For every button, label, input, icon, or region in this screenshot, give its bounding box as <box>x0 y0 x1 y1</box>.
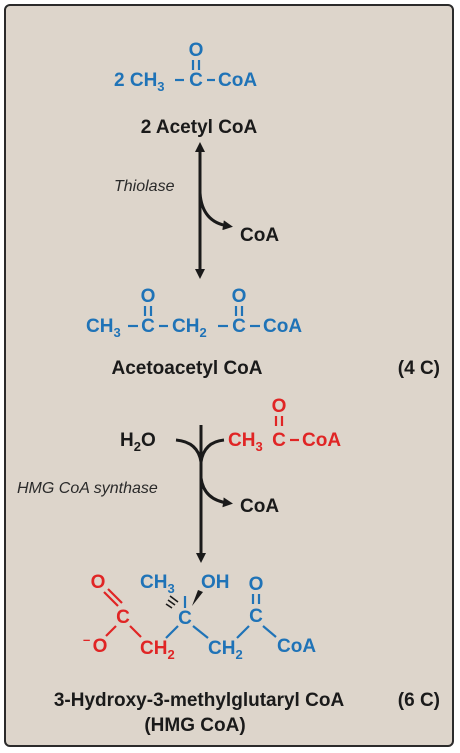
acetyl-coa-structure: O 2 CH3 C CoA <box>114 40 257 94</box>
incoming-carbon: C <box>272 430 286 451</box>
acetyl-coa-name: 2 Acetyl CoA <box>141 117 258 138</box>
water-reactant: H2O <box>120 430 156 454</box>
incoming-acetyl-coa: O CH3 C CoA <box>228 396 341 454</box>
incoming-oxygen: O <box>272 396 287 417</box>
negative-charge: – <box>83 632 90 647</box>
single-bond <box>165 625 179 639</box>
hmg-coa-abbreviation: (HMG CoA) <box>144 715 245 736</box>
coa-release-arrow-2 <box>199 477 233 508</box>
acetoacetyl-oxygen-1: O <box>141 286 156 307</box>
hmg-central-carbon: C <box>178 608 192 629</box>
acetoacetyl-coa-label: CoA <box>263 316 302 337</box>
four-carbon-count: (4 C) <box>398 358 440 379</box>
acetyl-coa-label: CoA <box>218 70 257 91</box>
six-carbon-count: (6 C) <box>398 690 440 711</box>
coa-byproduct-2: CoA <box>240 496 279 517</box>
coa-release-arrow <box>198 192 233 231</box>
carboxylate-oxygen-minus: O <box>93 636 108 657</box>
acetoacetyl-oxygen-2: O <box>232 286 247 307</box>
diagram-panel <box>4 4 454 747</box>
hmg-coa-structure: O C – O CH2 CH3 OH C CH2 O C CoA <box>83 572 316 662</box>
thioester-carbon: C <box>249 606 263 627</box>
thioester-oxygen: O <box>249 574 264 595</box>
incoming-ch3: CH3 <box>228 430 263 454</box>
thiolase-enzyme: Thiolase <box>114 178 175 195</box>
hmg-ch2-right: CH2 <box>208 638 243 662</box>
hmg-coa-synthase-enzyme: HMG CoA synthase <box>17 480 158 497</box>
hmg-coa-name: 3-Hydroxy-3-methylglutaryl CoA <box>54 690 345 711</box>
acetoacetyl-ch3: CH3 <box>86 316 121 340</box>
hmg-ch2-left: CH2 <box>140 638 175 662</box>
acetyl-oxygen: O <box>189 40 204 61</box>
incoming-coa-label: CoA <box>302 430 341 451</box>
acetoacetyl-ch2: CH2 <box>172 316 207 340</box>
hmg-hydroxyl: OH <box>201 572 230 593</box>
carboxylate-carbon: C <box>116 607 130 628</box>
single-bond <box>262 625 277 638</box>
acetyl-entry-arrow <box>199 438 225 463</box>
double-bond <box>103 591 119 607</box>
acetoacetyl-coa-name: Acetoacetyl CoA <box>112 358 263 379</box>
water-entry-arrow <box>175 438 203 463</box>
single-bond <box>192 625 209 639</box>
acetyl-ch3: 2 CH3 <box>114 70 165 94</box>
acetyl-carbonyl-carbon: C <box>189 70 203 91</box>
double-bond <box>107 588 123 604</box>
single-bond <box>105 625 117 637</box>
acetoacetyl-carbon-1: C <box>141 316 155 337</box>
carboxylate-oxygen-top: O <box>91 572 106 593</box>
acetoacetyl-coa-structure: O O CH3 C CH2 C CoA <box>86 286 302 340</box>
methyl-hash-bond <box>165 595 179 609</box>
coa-byproduct-1: CoA <box>240 225 279 246</box>
hydroxyl-wedge-bond <box>192 590 203 606</box>
acetoacetyl-carbon-2: C <box>232 316 246 337</box>
single-bond <box>236 625 250 639</box>
single-bond <box>129 625 142 638</box>
hmg-coa-label: CoA <box>277 636 316 657</box>
hmg-methyl: CH3 <box>140 572 175 596</box>
